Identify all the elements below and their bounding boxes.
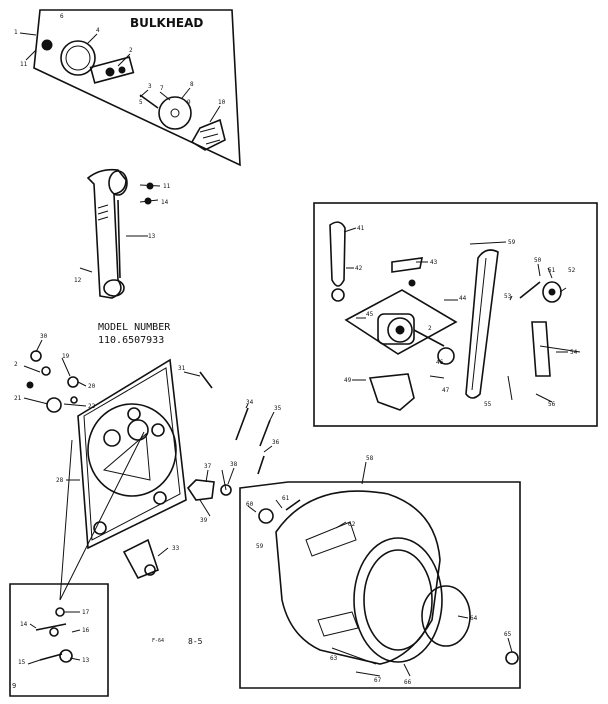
svg-text:61: 61 [282,495,290,502]
svg-text:38: 38 [230,461,238,468]
svg-text:34: 34 [246,399,254,406]
svg-text:52: 52 [568,267,576,274]
drum-panel [239,461,521,689]
svg-text:39: 39 [200,517,208,524]
svg-text:31: 31 [178,365,186,372]
svg-text:6: 6 [60,13,64,20]
bulkhead-bolt [41,39,53,51]
rear-panel [23,339,275,601]
svg-text:5: 5 [139,99,143,106]
svg-text:9: 9 [187,99,191,106]
svg-text:63: 63 [330,655,338,662]
svg-text:36: 36 [272,439,280,446]
svg-text:1: 1 [14,29,18,36]
svg-text:58: 58 [366,455,374,462]
drum [275,490,441,665]
svg-text:4: 4 [96,27,100,34]
motor-panel [313,202,598,427]
svg-text:46: 46 [436,359,444,366]
bulkhead-title: BULKHEAD [130,16,203,30]
svg-text:15: 15 [18,659,26,666]
bulkhead-felt-ring [158,96,192,130]
svg-text:43: 43 [430,259,438,266]
rear-bulkhead [77,358,187,550]
svg-text:8: 8 [190,81,194,88]
svg-text:28: 28 [56,477,64,484]
svg-text:2: 2 [428,325,432,332]
svg-text:42: 42 [355,265,363,272]
svg-text:2: 2 [129,47,133,54]
svg-text:20: 20 [88,383,96,390]
svg-text:14: 14 [20,621,28,628]
svg-text:67: 67 [374,677,382,684]
svg-text:35: 35 [274,405,282,412]
svg-text:7: 7 [160,85,164,92]
rear-vent-cap [122,538,159,580]
svg-text:60: 60 [246,501,254,508]
exhaust-duct [79,168,161,299]
svg-text:11: 11 [163,183,171,190]
svg-text:44: 44 [459,295,467,302]
svg-text:13: 13 [82,657,90,664]
svg-text:11: 11 [20,61,28,68]
svg-text:59: 59 [508,239,516,246]
motor [377,313,415,345]
bulkhead-frame [33,9,241,167]
svg-text:16: 16 [82,627,90,634]
inset-panel [9,583,109,697]
svg-text:59: 59 [256,543,264,550]
drum-callouts: 58 60 61 62 64 65 66 63 67 59 [246,455,512,686]
svg-text:55: 55 [484,401,492,408]
model-number-label: MODEL NUMBER [98,322,171,333]
svg-text:17: 17 [82,609,90,616]
motor-callouts: 41 42 43 44 45 46 47 49 50 51 52 53 54 5… [344,225,578,408]
drive-belt [465,249,499,399]
svg-text:22: 22 [88,403,96,410]
bulkhead-roller [190,118,226,151]
svg-text:30: 30 [40,333,48,340]
svg-text:66: 66 [404,679,412,686]
motor-frame [313,202,598,427]
idler-belt [329,221,346,287]
svg-text:10: 10 [218,99,226,106]
svg-text:13: 13 [148,233,156,240]
model-number-value: 110.6507933 [98,335,164,346]
bulkhead-panel: BULKHEAD [19,9,241,167]
svg-text:65: 65 [504,631,512,638]
svg-text:64: 64 [470,615,478,622]
bulkhead-shaft [139,94,159,109]
svg-text:19: 19 [62,353,70,360]
svg-text:12: 12 [74,277,82,284]
svg-text:33: 33 [172,545,180,552]
page-number: 8-5 [188,637,203,646]
figure-code: F-64 [152,638,164,644]
svg-text:2: 2 [14,361,18,368]
svg-text:53: 53 [504,293,512,300]
svg-text:50: 50 [534,257,542,264]
svg-text:51: 51 [548,267,556,274]
bulkhead-bearing-bracket [89,56,135,84]
inset-frame [9,583,109,697]
svg-text:37: 37 [204,463,212,470]
rear-callouts: 30 2 19 20 21 22 28 31 37 38 39 33 34 35… [14,333,282,552]
svg-text:41: 41 [357,225,365,232]
inset-callouts: 17 14 16 13 15 [18,609,90,666]
svg-text:54: 54 [570,349,578,356]
bulkhead-callouts: 1 11 6 4 2 3 7 8 10 5 9 [14,13,226,106]
svg-text:47: 47 [442,387,450,394]
drum-frame [239,481,521,689]
corner-number: 9 [12,682,16,690]
duct-callouts: 11 14 13 12 [74,183,171,284]
svg-text:62: 62 [348,521,356,528]
svg-text:14: 14 [161,199,169,206]
svg-text:49: 49 [344,377,352,384]
drum-seal [421,585,471,647]
svg-text:45: 45 [366,311,374,318]
bulkhead-seal-ring [60,40,96,76]
svg-text:3: 3 [148,83,152,90]
svg-text:21: 21 [14,395,22,402]
svg-text:56: 56 [548,401,556,408]
